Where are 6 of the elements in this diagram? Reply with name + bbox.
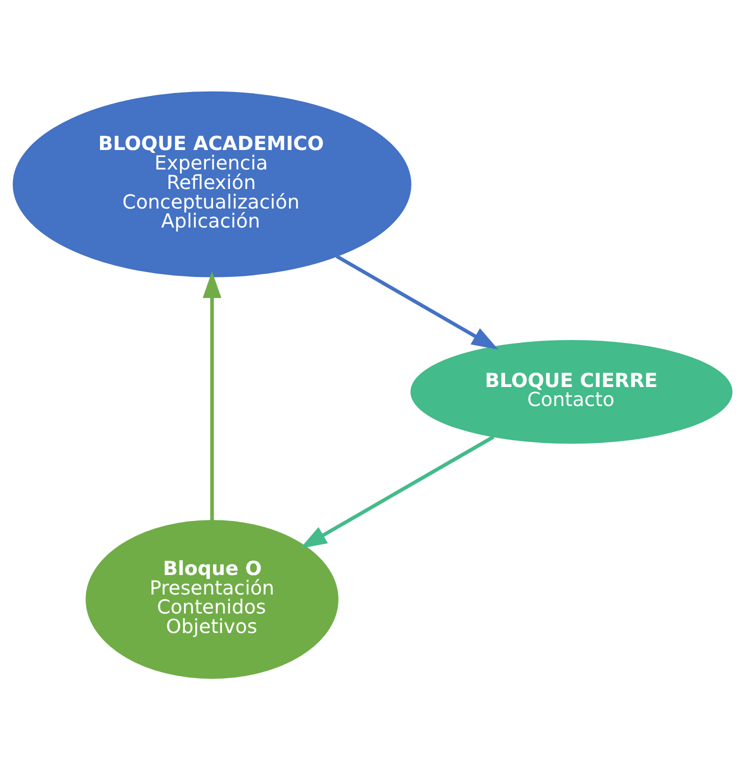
arrow bbox=[336, 254, 498, 350]
node-ellipse: BLOQUE CIERRE Contacto bbox=[410, 339, 732, 444]
node-ellipse: BLOQUE ACADEMICO Experiencia Reflexión Conceptualización Aplicación bbox=[12, 90, 412, 277]
arrow bbox=[300, 434, 494, 548]
node-ellipse: Bloque O Presentación Contenidos Objetivos bbox=[86, 519, 338, 678]
arrow bbox=[202, 270, 222, 520]
